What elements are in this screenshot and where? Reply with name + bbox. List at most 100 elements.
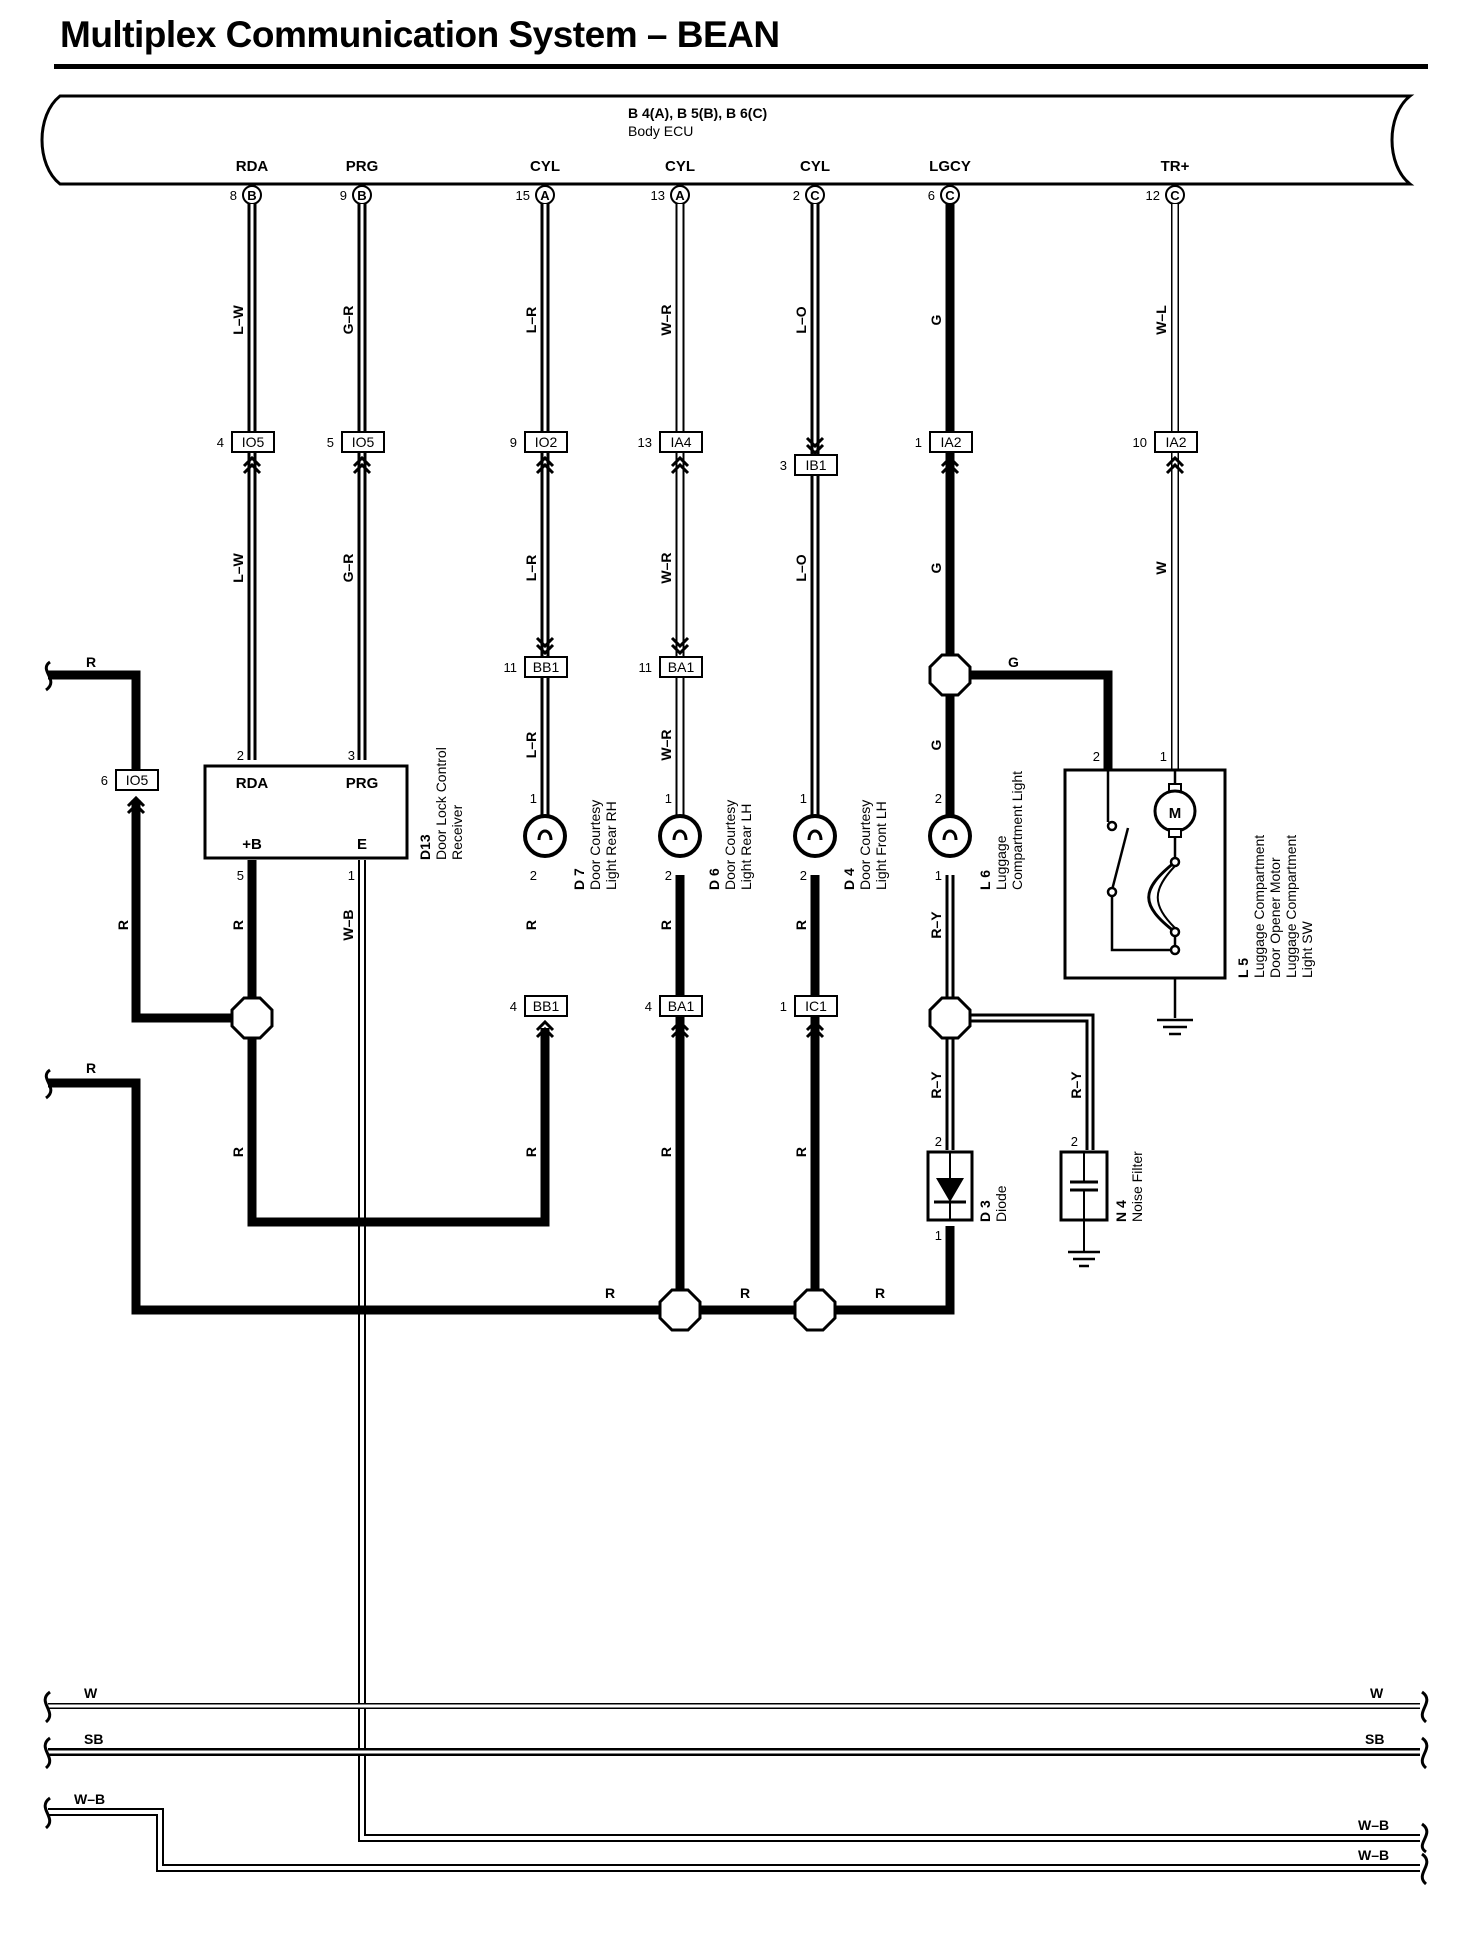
opener-name: Luggage Compartment [1283, 835, 1299, 978]
pin-number: 1 [780, 999, 787, 1014]
wire-labels: L–W G–R L–R W–R L–O G W–L L–W G–R L–R W–… [86, 304, 1169, 1301]
chevron-up-icon [1165, 455, 1185, 475]
terminal-dot [1169, 856, 1181, 868]
bus-label: W–B [1358, 1847, 1389, 1863]
bulb-filament [537, 829, 553, 841]
diode-component: 2 1 D 3 Diode [926, 1134, 1009, 1243]
ecu-pins: 8 B 9 B 15 A 13 A 2 C 6 C 12 C [230, 185, 1185, 205]
pin-number: 2 [935, 1134, 942, 1149]
junction-label: BA1 [668, 998, 695, 1014]
wire-color-label: L–W [230, 552, 246, 582]
wire-color-label: R [875, 1285, 885, 1301]
pin-number: 2 [530, 868, 537, 883]
wire-color-label: R [793, 920, 809, 930]
pin-number: 4 [217, 435, 224, 450]
junction-label: BB1 [533, 998, 560, 1014]
junction-connector [524, 995, 568, 1017]
pin-number: 1 [1160, 749, 1167, 764]
bus-label: W–B [74, 1791, 105, 1807]
noise-filter-id: N 4 [1113, 1200, 1129, 1222]
chevron-up-icon [242, 455, 262, 475]
wire-break [43, 1690, 52, 1724]
wires-solid [48, 204, 1113, 1315]
pin-number: 2 [935, 791, 942, 806]
switch-contact [1106, 886, 1118, 898]
pin-number: 8 [230, 188, 237, 203]
wire-color-label: L–R [523, 555, 539, 581]
wire-color-label: L–R [523, 307, 539, 333]
wire-r [131, 800, 252, 1023]
terminal-dot [1169, 926, 1181, 938]
switch-blade [1110, 827, 1130, 891]
light-name: Luggage [993, 835, 1009, 890]
wire-color-label: R [523, 920, 539, 930]
junction-connector [231, 431, 275, 453]
chevron-up-icon [670, 455, 690, 475]
wire-color-label: W–R [658, 304, 674, 335]
light-name: Compartment Light [1009, 771, 1025, 890]
chevron-up-icon [805, 1019, 825, 1039]
wire-color-label: R [658, 920, 674, 930]
ecu-terminal: CYL [530, 158, 560, 175]
bus-label: SB [84, 1731, 103, 1747]
pin-number: 9 [510, 435, 517, 450]
junction-label: BA1 [668, 659, 695, 675]
wire-color-label: R [793, 1147, 809, 1157]
wire-r-bus-lower [48, 1078, 955, 1315]
ecu-outline [40, 94, 1415, 186]
circuit-breaker-icon [1147, 860, 1176, 934]
junction-label: IO5 [352, 434, 375, 450]
bulb-icon [928, 814, 972, 858]
junction-label: IB1 [805, 457, 826, 473]
ground-icon [1068, 1250, 1100, 1268]
pin-number: 12 [1146, 188, 1160, 203]
wire-color-label: L–W [230, 304, 246, 334]
light-name: Light Rear RH [603, 801, 619, 890]
receiver-name: Receiver [449, 804, 465, 860]
wire-color-label: R [523, 1147, 539, 1157]
bus-label: W–B [1358, 1817, 1389, 1833]
wire-break [44, 1068, 53, 1100]
ecu-name: Body ECU [628, 123, 693, 139]
wire-color-label: R–Y [928, 1071, 944, 1099]
bulb-icon [523, 814, 567, 858]
light-id: D 7 [571, 868, 587, 890]
wire-color-label: R–Y [1068, 1071, 1084, 1099]
pin-number: 1 [915, 435, 922, 450]
ecu-terminal: PRG [346, 158, 379, 175]
pin-connector: C [945, 188, 955, 203]
wire-color-label: R [115, 920, 131, 930]
terminal-dot [1169, 944, 1181, 956]
light-name: Light Rear LH [738, 804, 754, 890]
wire-color-label: G [928, 739, 944, 750]
bus-label: SB [1365, 1731, 1384, 1747]
wire-break [1420, 1690, 1429, 1724]
pin-number: 1 [800, 791, 807, 806]
pin-connector: B [357, 188, 366, 203]
wire-color-label: R [230, 920, 246, 930]
diode-id: D 3 [977, 1200, 993, 1222]
pin-number: 2 [665, 868, 672, 883]
pin-connector: C [1170, 188, 1180, 203]
wire-break [1420, 1822, 1429, 1854]
splice-points [230, 653, 972, 1332]
title-rule [54, 64, 1428, 69]
light-name: Door Courtesy [857, 800, 873, 890]
wire-color-label: L–O [793, 554, 809, 581]
splice-point [928, 653, 972, 697]
junction-connector [929, 431, 973, 453]
wire-color-label: W–R [658, 552, 674, 583]
ground-icon [1157, 1018, 1193, 1036]
ecu-connectors: B 4(A), B 5(B), B 6(C) [628, 105, 767, 121]
bulb-icon [793, 814, 837, 858]
noise-filter-component: 2 N 4 Noise Filter [1059, 1134, 1145, 1268]
splice-point [658, 1288, 702, 1332]
pin-number: 5 [327, 435, 334, 450]
courtesy-lights: 1 2 D 7 Door Courtesy Light Rear RH 1 2 … [523, 771, 1025, 890]
wire-r-y-filter-core [950, 1016, 1092, 1150]
opener-name: Luggage Compartment [1251, 835, 1267, 978]
chevron-down-icon [535, 636, 555, 656]
light-name: Light Front LH [873, 801, 889, 890]
wire-color-label: G–R [340, 554, 356, 583]
receiver-box [203, 764, 409, 860]
